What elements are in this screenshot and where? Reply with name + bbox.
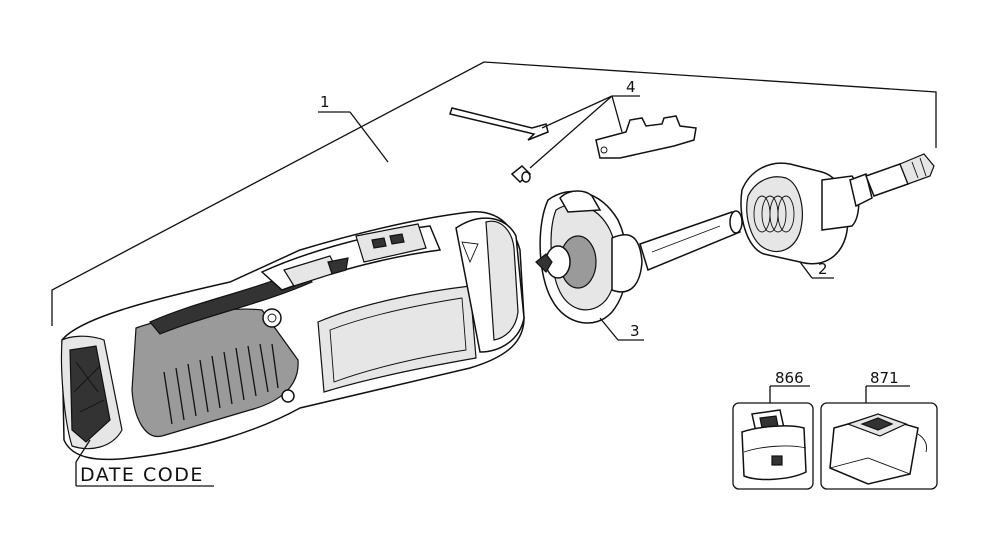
callout-871: 871 — [870, 369, 899, 387]
kit-bracket-lines — [51, 61, 937, 326]
pin — [510, 164, 532, 184]
chuck-assembly — [740, 162, 873, 265]
battery-pack-box — [732, 385, 814, 490]
callout-2: 2 — [818, 260, 828, 278]
driver-bit — [865, 153, 935, 197]
latch-plate — [595, 115, 697, 159]
screwdriver-body — [60, 211, 525, 461]
callout-2-leader — [799, 261, 834, 279]
callout-3: 3 — [630, 322, 640, 340]
callout-866: 866 — [775, 369, 804, 387]
charger-box — [820, 385, 938, 490]
gearbox-assembly — [535, 190, 743, 324]
callout-1: 1 — [320, 93, 330, 111]
hex-key — [449, 107, 549, 141]
grip-ridges — [163, 343, 279, 425]
spring — [753, 195, 795, 233]
callout-4-leaders — [529, 95, 640, 169]
callout-4: 4 — [626, 78, 636, 96]
date-code-label: DATE CODE — [75, 439, 214, 487]
date-code-text: DATE CODE — [80, 464, 204, 486]
callout-3-leader — [599, 317, 644, 341]
